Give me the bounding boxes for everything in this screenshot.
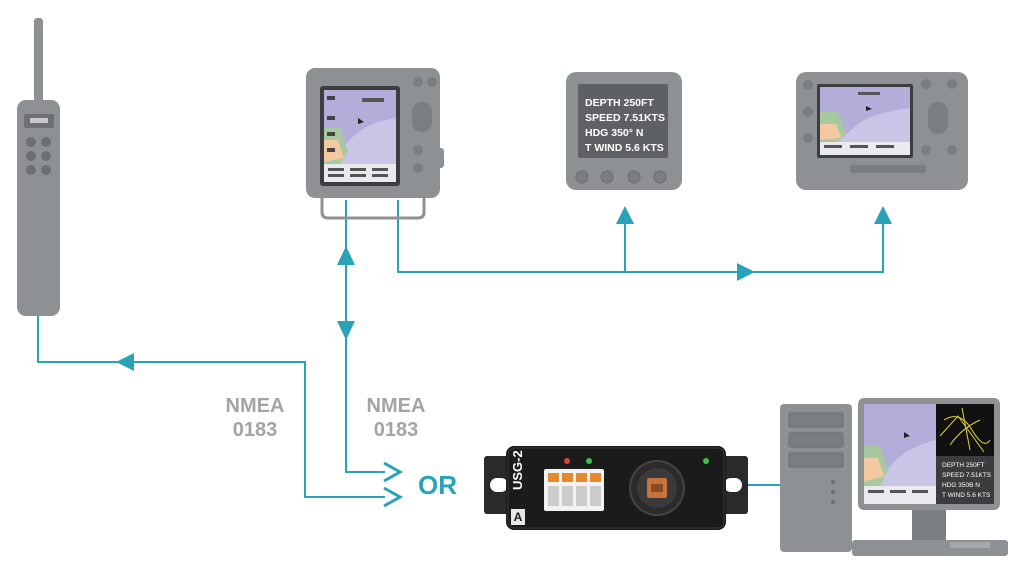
chartplotter-secondary bbox=[796, 72, 968, 190]
led-red-icon bbox=[564, 458, 570, 464]
usg-gateway bbox=[484, 446, 748, 530]
speed-readout: SPEED 7.51KTS bbox=[585, 112, 665, 124]
radio-body bbox=[17, 100, 60, 316]
gateway-body bbox=[506, 446, 726, 530]
gateway-badge-text: A bbox=[513, 510, 523, 524]
arrow-left-icon bbox=[116, 353, 134, 371]
nmea-label-center: NMEA 0183 bbox=[363, 394, 429, 442]
depth-readout: DEPTH 250FT bbox=[585, 97, 654, 109]
nmea-label-left-line2: 0183 bbox=[232, 419, 278, 441]
chartplotter-main bbox=[306, 68, 444, 220]
instrument-readout: DEPTH 250FT SPEED 7.51KTS HDG 350° N T W… bbox=[585, 96, 665, 156]
nmea-label-left: NMEA 0183 bbox=[222, 394, 288, 442]
usb-port bbox=[629, 460, 685, 516]
instrument-display bbox=[566, 72, 682, 190]
arrow-down-icon bbox=[337, 321, 355, 340]
terminal-block bbox=[544, 469, 604, 511]
arrow-right-icon bbox=[737, 263, 755, 281]
or-label: OR bbox=[418, 470, 457, 500]
gateway-model-label: USG-2 bbox=[510, 450, 525, 490]
pc-wind-readout: T WIND 5.6 KTS bbox=[942, 492, 991, 499]
nmea-label-center-line1: NMEA bbox=[366, 395, 426, 417]
pc-heading-readout: HDG 350B N bbox=[942, 482, 980, 489]
radar-overlay bbox=[936, 404, 994, 456]
chevron-right-icon bbox=[383, 461, 404, 483]
nmea-label-left-line1: NMEA bbox=[225, 395, 285, 417]
gateway-badge: A bbox=[511, 509, 525, 525]
pc-workstation bbox=[780, 398, 1008, 556]
radio-keypad bbox=[26, 137, 51, 175]
instrument-buttons bbox=[575, 170, 667, 184]
led-green-icon bbox=[703, 458, 709, 464]
heading-readout: HDG 350° N bbox=[585, 127, 644, 139]
handheld-to-gateway-line bbox=[37, 315, 385, 498]
radio-antenna bbox=[34, 18, 43, 104]
plotter-buttons bbox=[803, 79, 957, 155]
arrows bbox=[116, 206, 892, 508]
wind-readout: T WIND 5.6 KTS bbox=[585, 142, 664, 154]
led-green-icon bbox=[586, 458, 592, 464]
plotter-buttons bbox=[412, 77, 437, 173]
instrument-screen bbox=[578, 84, 668, 158]
pc-depth-readout: DEPTH 250FT bbox=[942, 462, 985, 469]
arrow-up-icon bbox=[337, 246, 355, 265]
pc-readout: DEPTH 250FT SPEED 7.51KTS HDG 350B N T W… bbox=[942, 461, 991, 501]
nmea-label-center-line2: 0183 bbox=[373, 419, 419, 441]
connection-lines bbox=[37, 200, 884, 498]
arrow-up-icon bbox=[874, 206, 892, 224]
handheld-radio bbox=[17, 18, 60, 316]
plotter-to-gateway-line bbox=[345, 200, 385, 473]
pc-speed-readout: SPEED 7.51KTS bbox=[942, 472, 992, 479]
chevron-right-icon bbox=[383, 486, 404, 508]
arrow-up-icon bbox=[616, 206, 634, 224]
plotter-output-bus-line bbox=[397, 200, 884, 273]
